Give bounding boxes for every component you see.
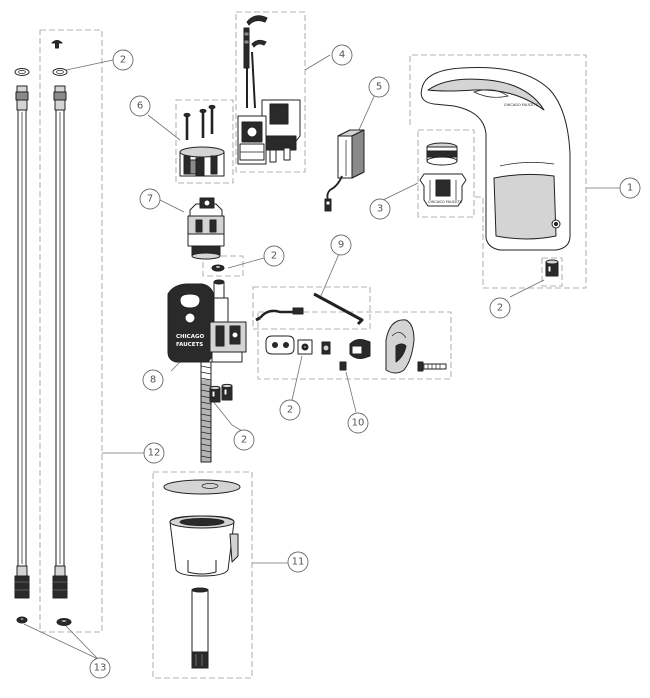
screws (183, 104, 216, 140)
svg-text:12: 12 (148, 448, 161, 459)
svg-text:5: 5 (376, 82, 382, 93)
svg-text:2: 2 (497, 303, 503, 314)
callout-13: 13 (89, 657, 111, 679)
callout-2-spout-gasket: 2 (489, 297, 511, 319)
callout-4: 4 (331, 44, 353, 66)
callout-bubbles: 1 2 2 2 2 2 3 4 (89, 44, 641, 679)
solenoid-box (235, 11, 306, 173)
rod-gaskets (209, 383, 233, 403)
spout-gasket (545, 259, 559, 277)
svg-text:2: 2 (271, 251, 277, 262)
part-4-solenoid (237, 15, 301, 165)
cartridge-box (175, 99, 234, 184)
svg-text:2: 2 (287, 405, 293, 416)
callout-2-washer: 2 (263, 245, 285, 267)
callout-6: 6 (129, 95, 151, 117)
part-7-valve-cartridge (187, 197, 225, 260)
plate-brand-text: CHICAGO FAUCETS (428, 200, 463, 204)
right-supply-hose (52, 85, 68, 599)
callout-2-hardware: 2 (279, 399, 301, 421)
svg-text:13: 13 (94, 663, 107, 674)
left-supply-hose (14, 85, 30, 599)
spout-brand-text: CHICAGO FAUCETS (504, 103, 539, 107)
bottom-washers (16, 616, 72, 626)
small-washer (211, 264, 225, 272)
callout-11: 11 (287, 551, 309, 573)
drain-box (152, 471, 253, 679)
svg-text:2: 2 (241, 435, 247, 446)
callout-12: 12 (143, 442, 165, 464)
callout-1: 1 (619, 177, 641, 199)
part-8-valve-body: CHICAGO FAUCETS (167, 279, 247, 363)
supply-hose-box (39, 29, 103, 633)
part-3-aerator: CHICAGO FAUCETS (419, 142, 467, 207)
callout-5: 5 (368, 76, 390, 98)
top-screw (51, 40, 63, 49)
svg-text:11: 11 (292, 557, 305, 568)
part-1-spout: CHICAGO FAUCETS (420, 67, 571, 251)
part-5-battery (324, 129, 365, 212)
valve-brand-line-2: FAUCETS (176, 342, 203, 348)
supply-hoses (14, 40, 72, 626)
svg-text:3: 3 (377, 204, 383, 215)
svg-text:8: 8 (150, 375, 156, 386)
washer-box (202, 255, 244, 277)
svg-text:1: 1 (627, 183, 633, 194)
svg-text:9: 9 (338, 240, 344, 251)
callout-10: 10 (347, 412, 369, 434)
spout-gasket-box (541, 257, 563, 287)
part-10-hardware (265, 319, 447, 374)
svg-text:2: 2 (120, 55, 126, 66)
group-boxes (39, 11, 587, 679)
spout-box (409, 54, 587, 289)
valve-brand-line-1: CHICAGO (176, 334, 204, 340)
mounting-kit-box (257, 311, 452, 380)
aerator-box (417, 129, 475, 218)
svg-text:4: 4 (339, 50, 345, 61)
callout-2-rod-gaskets: 2 (233, 429, 255, 451)
part-11-drain (163, 479, 241, 669)
svg-text:6: 6 (137, 101, 143, 112)
svg-text:7: 7 (147, 194, 153, 205)
cartridge (179, 146, 225, 177)
part-9-tools (255, 292, 364, 326)
svg-text:10: 10 (352, 418, 365, 429)
callout-2-hoses: 2 (112, 49, 134, 71)
part-6-cartridge-screws (179, 104, 225, 177)
tool-box (252, 286, 371, 330)
callout-9: 9 (330, 234, 352, 256)
threaded-rod (200, 361, 212, 463)
callout-7: 7 (139, 188, 161, 210)
callout-8: 8 (142, 369, 164, 391)
callout-3: 3 (369, 198, 391, 220)
